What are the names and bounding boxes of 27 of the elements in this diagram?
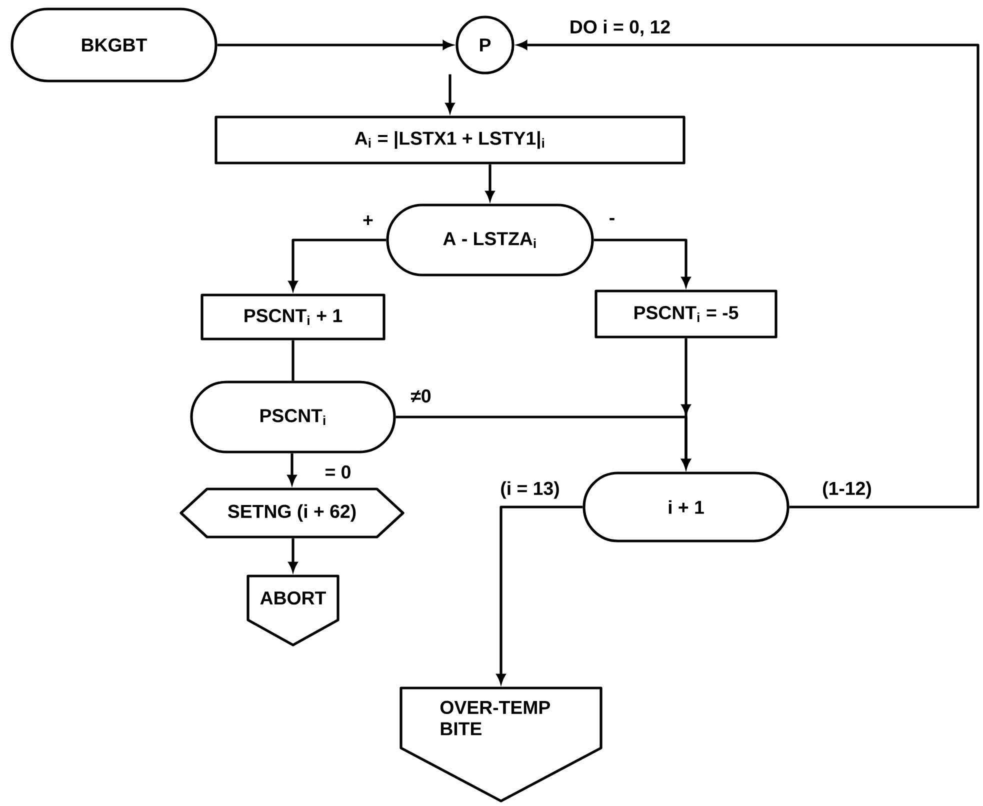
edge-label: = 0	[323, 464, 353, 480]
edge-label: -	[608, 216, 616, 226]
arrow	[288, 453, 296, 484]
arrow	[217, 40, 452, 50]
subroutine-hexagon: SETNG (i + 62)	[180, 488, 404, 538]
process-box: A$_{i}$ = |LSTX1 + LSTY1|$_{i}$	[214, 116, 686, 164]
arrow	[486, 164, 494, 200]
arrow	[682, 338, 690, 468]
arrow	[446, 74, 454, 112]
arrow	[518, 40, 980, 508]
decision-box: PSCNT$_{i}$	[190, 380, 396, 454]
decision-box: i + 1	[582, 472, 790, 542]
exit-connector: ABORT	[246, 574, 340, 646]
arrow	[288, 538, 298, 572]
process-box: PSCNT$_{i}$ + 1	[200, 294, 386, 340]
edge-label: ≠0	[409, 388, 433, 404]
arrow	[496, 506, 583, 684]
exit-connector: OVER-TEMP BITE	[400, 686, 602, 802]
loop-label: DO i = 0, 12	[570, 20, 670, 36]
edge-label: (i = 13)	[498, 480, 562, 500]
edge-label: +	[361, 214, 375, 228]
terminal-box: BKGBT	[10, 8, 218, 82]
decision-box: A - LSTZA$_{i}$	[386, 204, 594, 276]
edge-label: (1-12)	[820, 480, 874, 500]
arrow	[594, 238, 690, 286]
process-box: PSCNT$_{i}$ = -5	[594, 290, 778, 338]
arrow	[288, 238, 386, 290]
